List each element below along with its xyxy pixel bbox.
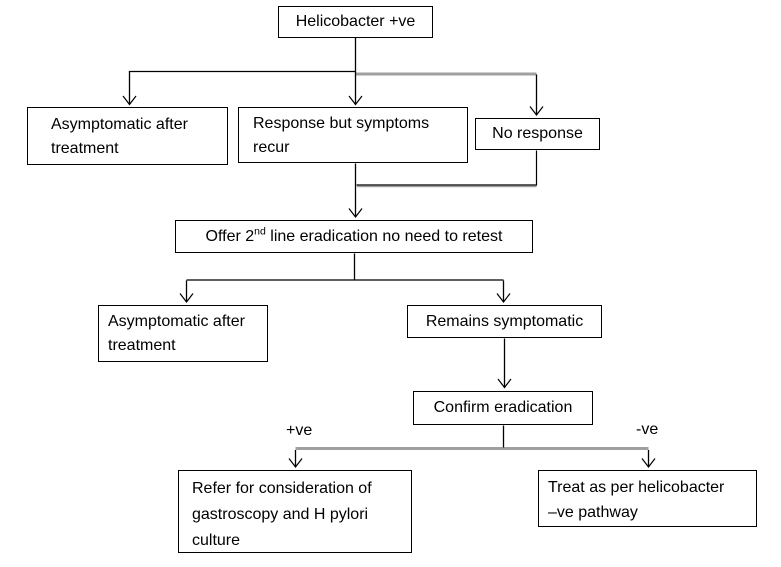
- node-offer-2nd-line-eradication-label: Offer 2nd line eradication no need to re…: [205, 225, 503, 245]
- node-helicobacter-positive: Helicobacter +ve: [278, 6, 433, 38]
- node-confirm-eradication-label: Confirm eradication: [433, 399, 573, 416]
- node-response-but-symptoms-recur: Response but symptoms recur: [238, 107, 468, 163]
- node-asymptomatic-after-treatment-2: Asymptomatic after treatment: [98, 305, 268, 362]
- node-offer-2nd-line-eradication: Offer 2nd line eradication no need to re…: [175, 220, 533, 253]
- edge-label-negative: -ve: [636, 421, 659, 438]
- edge-label-positive: +ve: [286, 422, 313, 439]
- node-confirm-eradication: Confirm eradication: [413, 391, 593, 425]
- node-refer-gastroscopy-culture: Refer for consideration of gastroscopy a…: [178, 470, 412, 553]
- node-asymptomatic-after-treatment-2-label: Asymptomatic after treatment: [108, 313, 245, 354]
- connector-start-to-asymptomatic-1: [122, 70, 356, 106]
- node-treat-negative-pathway: Treat as per helicobacter –ve pathway: [538, 470, 757, 527]
- node-no-response-label: No response: [492, 125, 583, 142]
- offer-superscript: nd: [254, 225, 266, 238]
- node-asymptomatic-after-treatment-1: Asymptomatic after treatment: [27, 107, 228, 165]
- connector-no-response-to-offer: [356, 150, 538, 186]
- node-helicobacter-positive-label: Helicobacter +ve: [295, 13, 416, 30]
- node-asymptomatic-after-treatment-1-label: Asymptomatic after treatment: [51, 116, 188, 157]
- node-no-response: No response: [475, 118, 600, 150]
- node-refer-gastroscopy-culture-label: Refer for consideration of gastroscopy a…: [192, 480, 372, 549]
- node-response-but-symptoms-recur-label: Response but symptoms recur: [253, 115, 430, 156]
- node-remains-symptomatic-label: Remains symptomatic: [425, 312, 584, 330]
- node-remains-symptomatic: Remains symptomatic: [407, 305, 602, 338]
- node-treat-negative-pathway-label: Treat as per helicobacter –ve pathway: [548, 479, 725, 521]
